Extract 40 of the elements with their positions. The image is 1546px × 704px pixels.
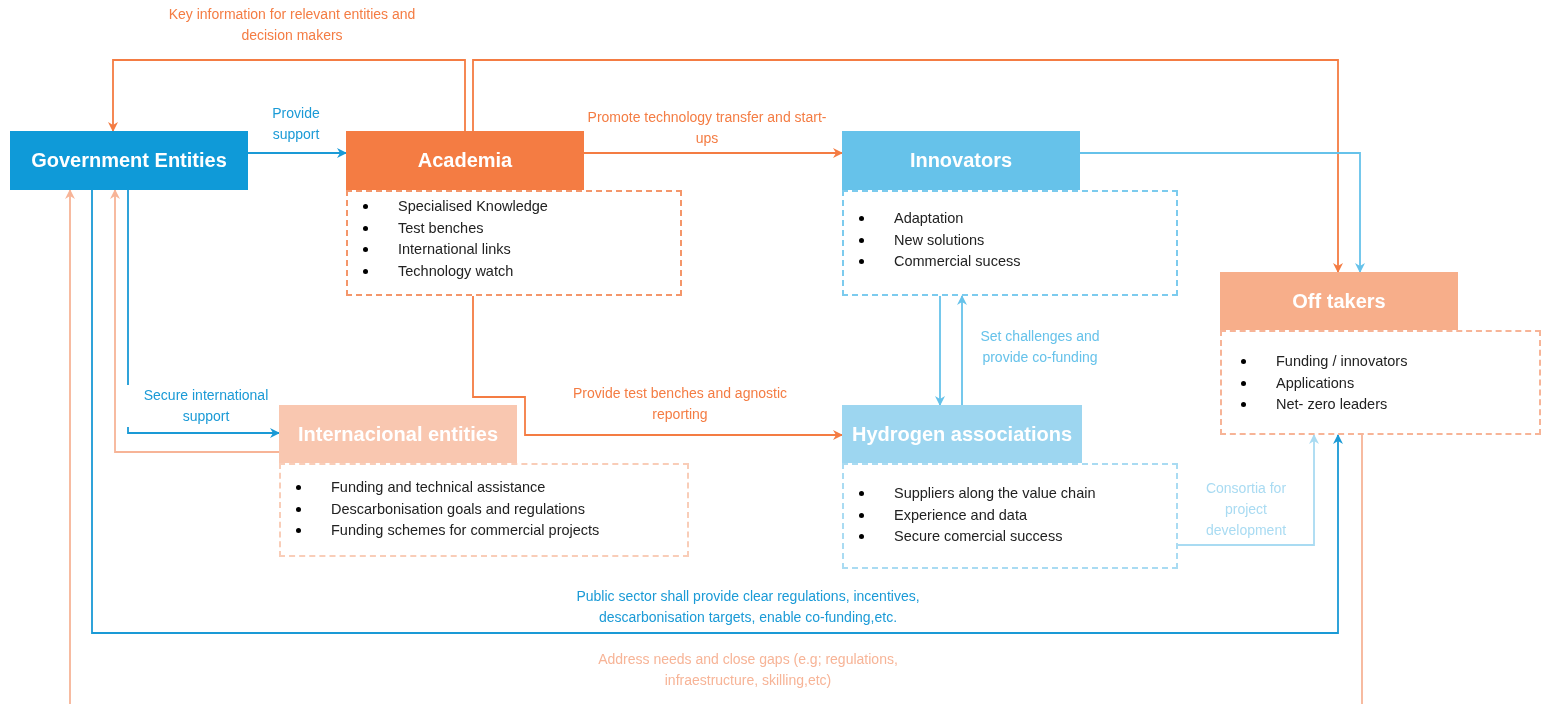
list-item-text: Technology watch: [398, 261, 514, 281]
arrow: [108, 59, 466, 132]
list-item-text: Secure comercial success: [894, 527, 1063, 546]
arrow: [110, 189, 280, 453]
arrow: [247, 148, 347, 158]
dashed-list-box: [279, 463, 689, 557]
list-item-text: International links: [398, 240, 511, 259]
list-item-text: Test benches: [398, 218, 484, 238]
arrow: [935, 295, 945, 406]
arrow: [127, 189, 280, 438]
list-item-text: Experience and data: [894, 505, 1027, 525]
list-item-text: Funding schemes for commercial projects: [331, 521, 600, 540]
arrow: [957, 295, 967, 406]
arrow: [583, 148, 843, 158]
actor-box: Off takers: [1220, 272, 1458, 330]
dashed-list-box: [346, 190, 682, 296]
list-item-text: Funding and technical assistance: [331, 478, 546, 497]
arrow: [472, 295, 843, 440]
list-item-text: Specialised Knowledge: [398, 197, 548, 216]
arrow: [65, 189, 1363, 704]
actor-box: Internacional entities: [279, 405, 517, 463]
list-item-text: Adaptation: [894, 209, 964, 228]
list-item-text: Applications: [1276, 373, 1355, 393]
dashed-list-box: [842, 190, 1178, 296]
arrow: [91, 189, 1343, 634]
dashed-list-box: [842, 463, 1178, 569]
list-item-text: Funding / innovators: [1276, 352, 1408, 371]
arrow: [1079, 152, 1365, 273]
list-item-text: Net- zero leaders: [1276, 395, 1388, 414]
actor-box: Innovators: [842, 131, 1080, 190]
actor-box: Hydrogen associations: [842, 405, 1082, 463]
actor-box: Government Entities: [10, 131, 248, 190]
arrow: [1177, 434, 1319, 546]
list-item-text: Commercial sucess: [894, 252, 1021, 271]
actor-box: Academia: [346, 131, 584, 190]
list-item-text: Suppliers along the value chain: [894, 484, 1096, 503]
dashed-list-box: [1220, 330, 1541, 435]
list-item-text: New solutions: [894, 230, 985, 250]
arrow: [472, 59, 1343, 273]
list-item-text: Descarbonisation goals and regulations: [331, 499, 585, 519]
